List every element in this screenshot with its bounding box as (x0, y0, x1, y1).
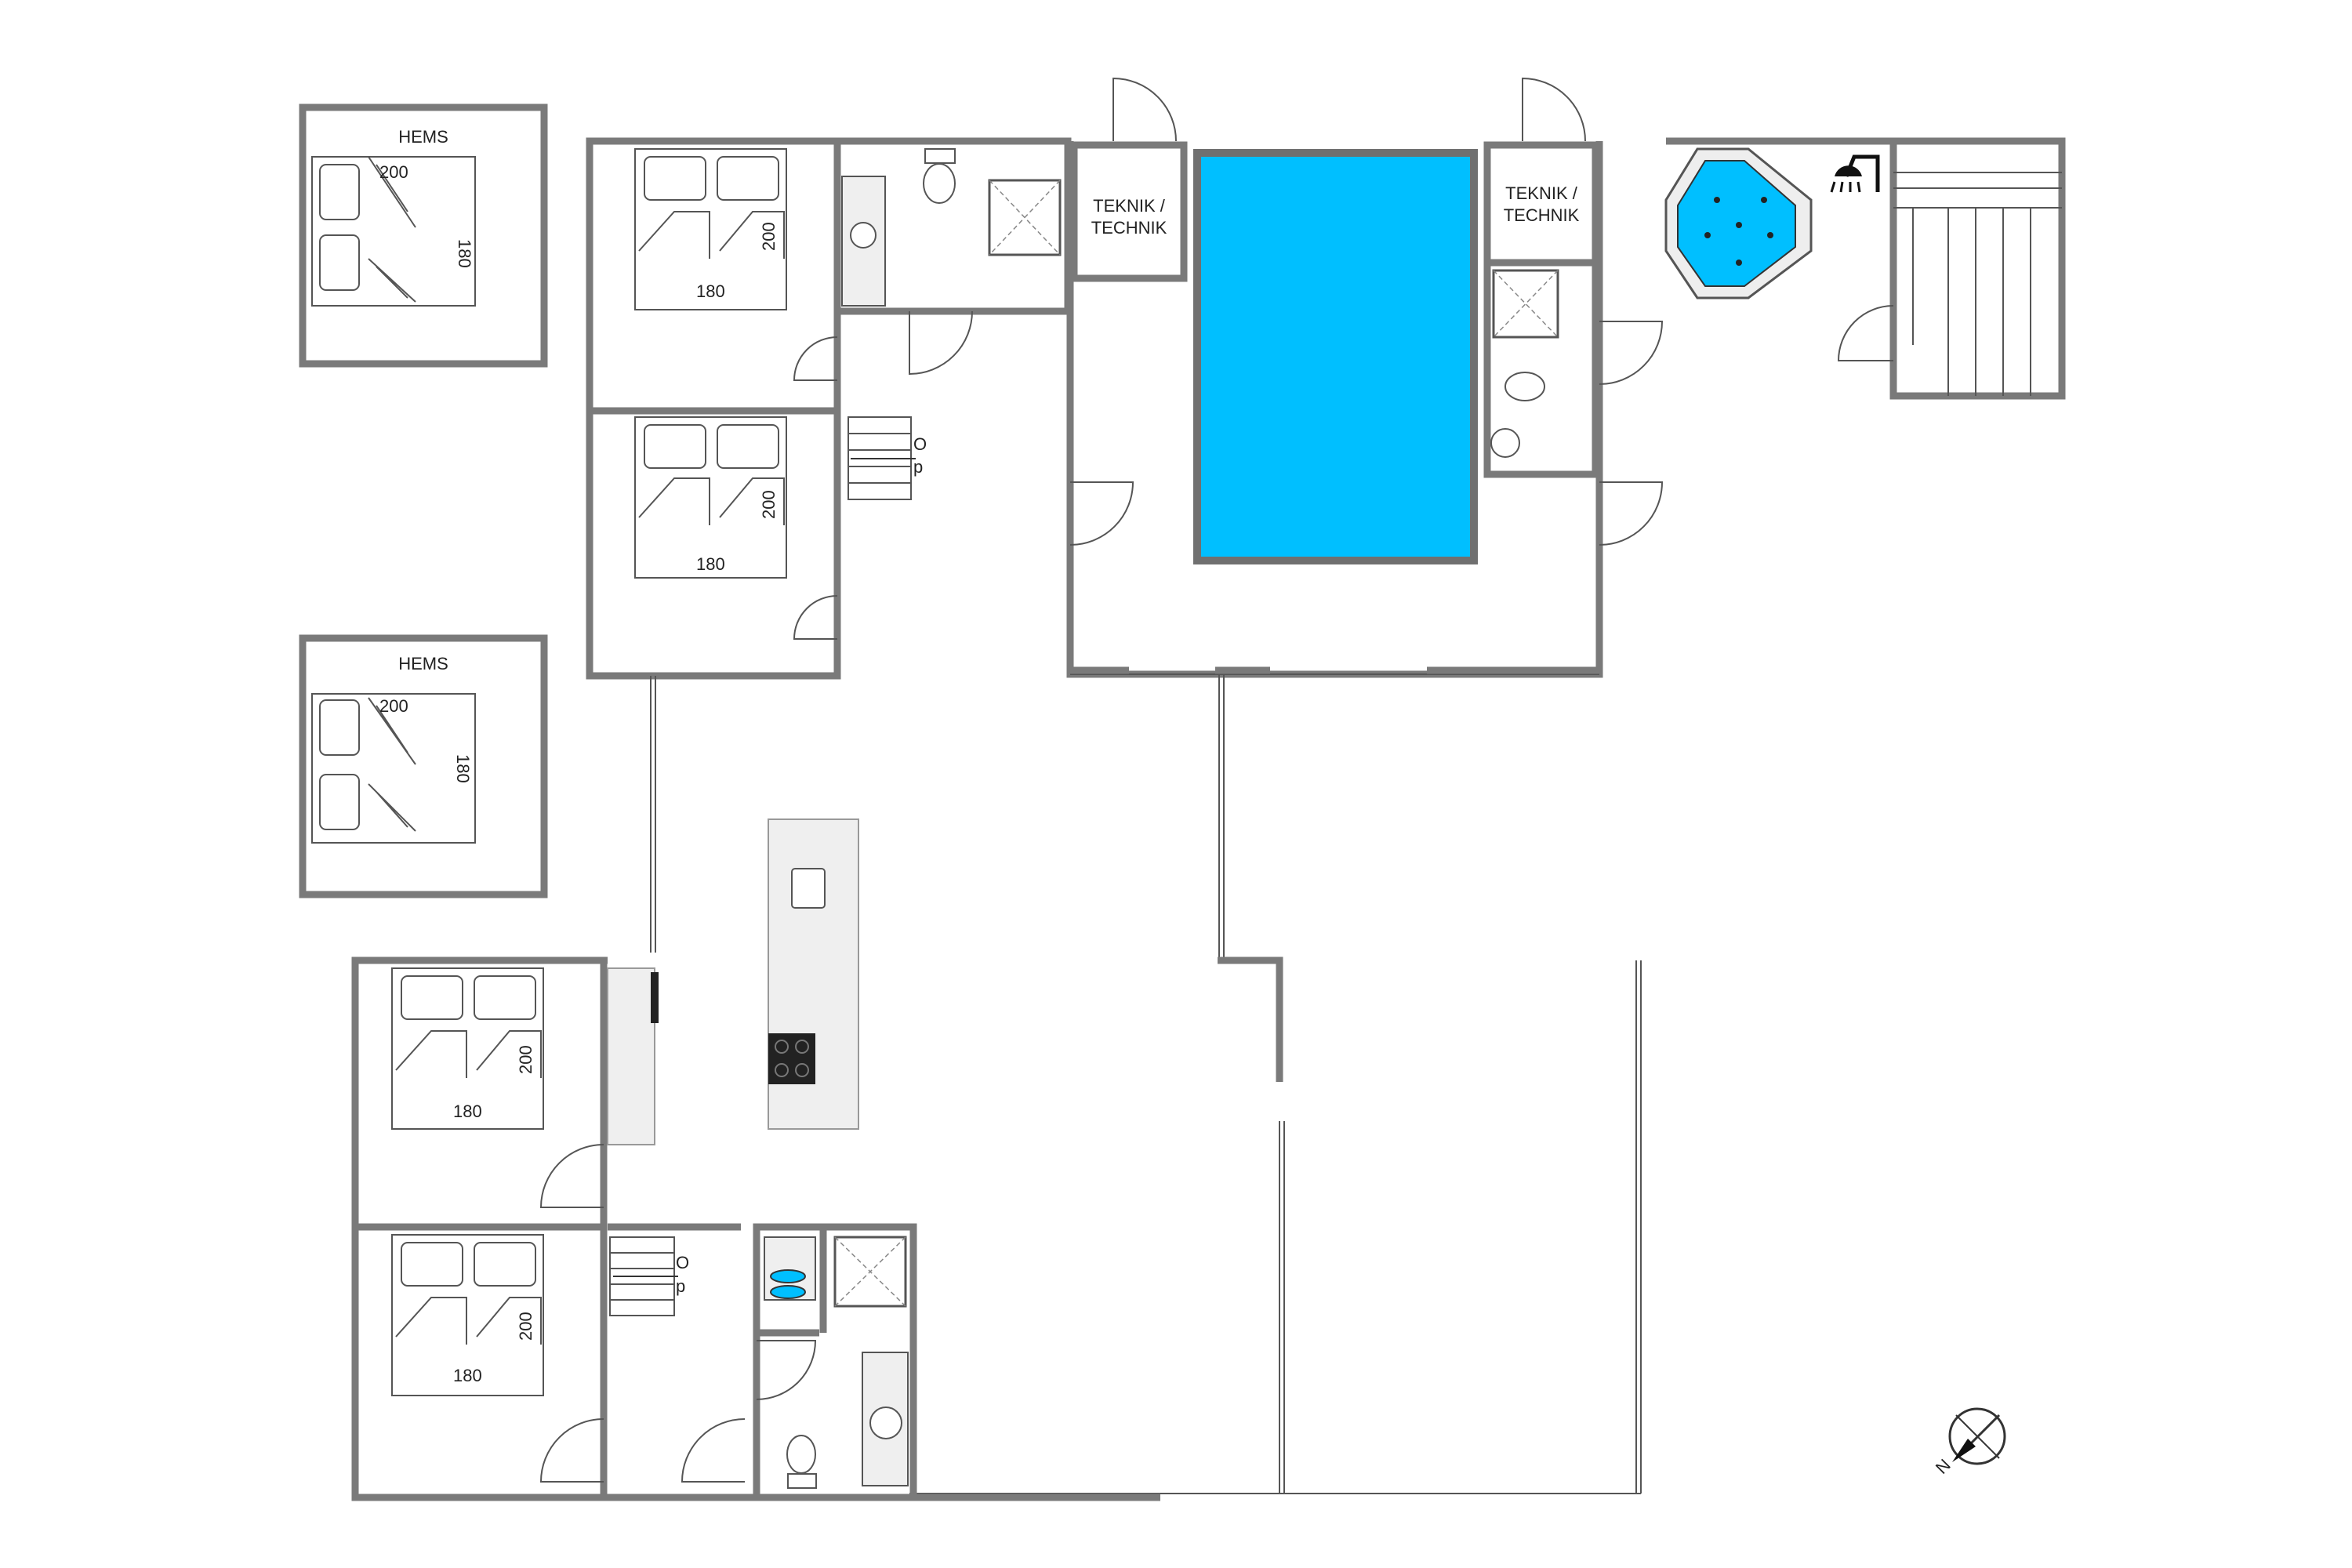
hems-bottom-bed: 200 180 (311, 693, 476, 844)
door-swing (793, 595, 838, 640)
hems-top-wall (299, 103, 548, 368)
bed-width-label: 180 (453, 1102, 482, 1121)
bed-length-label: 200 (759, 490, 779, 519)
teknik-left-label-1: TEKNIK / (1093, 196, 1166, 216)
bed-width-label: 180 (453, 754, 473, 783)
bed-width-label: 180 (696, 554, 725, 574)
sink-icon (869, 1406, 902, 1439)
lower-stairs: O p (609, 1236, 689, 1316)
bedroom-2-bed: 180 200 (634, 416, 787, 579)
door-swing (793, 336, 838, 381)
stairs-label-p: p (913, 457, 923, 477)
north-wing: 180 200 180 200 O p (586, 137, 1072, 680)
bed-length-label: 200 (516, 1045, 535, 1074)
hems-bottom-label: HEMS (398, 654, 448, 673)
teknik-right-label-1: TEKNIK / (1505, 183, 1578, 203)
cooktop-icon (768, 1033, 815, 1084)
door-swing (1599, 321, 1664, 385)
kitchen-sink-icon (791, 868, 826, 909)
door-swing (1599, 481, 1664, 546)
door-swing (1837, 305, 1894, 361)
pillow (319, 164, 360, 220)
sauna-benches (1893, 172, 2062, 396)
spa-area (1664, 137, 2066, 400)
shower-icon (1492, 269, 1559, 339)
toilet-icon (923, 163, 956, 204)
bed-width-label: 180 (696, 281, 725, 301)
living-area (650, 674, 1642, 1501)
bed-length-label: 200 (379, 696, 408, 716)
bedroom-4-bed: 180 200 (391, 1234, 544, 1396)
hems-top-label: HEMS (398, 127, 448, 147)
door-swing (539, 1418, 604, 1483)
stairs-label-o: O (913, 434, 927, 454)
wardrobe (607, 967, 655, 1145)
bed-length-label: 200 (759, 222, 779, 251)
door-swing (909, 310, 973, 376)
pillow (319, 699, 360, 756)
teknik-room-right (1483, 141, 1599, 267)
door-swing (1112, 77, 1177, 142)
compass-icon: N (1932, 1407, 2006, 1478)
swimming-pool (1193, 149, 1478, 564)
bed-width-label: 180 (453, 1366, 482, 1385)
toilet-icon (786, 1435, 816, 1474)
bed-length-label: 200 (379, 162, 408, 182)
stairs-label-o: O (676, 1253, 689, 1272)
sink-icon (850, 222, 877, 249)
door-swing (1069, 481, 1134, 546)
teknik-left-label-2: TECHNIK (1091, 218, 1167, 238)
teknik-room-left (1070, 141, 1188, 282)
bed-width-label: 180 (455, 239, 474, 268)
pillow (319, 234, 360, 291)
compass-north-label: N (1932, 1455, 1955, 1478)
bedroom-1-bed: 180 200 (634, 148, 787, 310)
pillow (319, 774, 360, 830)
pool-hall: TEKNIK / TECHNIK TEKNIK / TECHNIK (1066, 77, 1664, 678)
door-swing (756, 1340, 817, 1400)
bedroom-3-bed: 180 200 (391, 967, 544, 1130)
shower-head-icon (1830, 154, 1880, 193)
door-swing (1522, 77, 1586, 142)
teknik-right-label-2: TECHNIK (1504, 205, 1580, 225)
door-swing (681, 1418, 746, 1483)
hems-bottom: HEMS 200 180 (299, 634, 548, 898)
upper-stairs: O p (848, 416, 927, 500)
hems-top-bed: 200 180 (311, 156, 476, 307)
bathroom-2 (757, 1227, 909, 1489)
bathroom-1 (841, 148, 1062, 376)
hems-bottom-wall (299, 634, 548, 898)
sink-icon (1490, 428, 1520, 458)
south-wing: 180 200 180 200 O p (351, 956, 917, 1501)
hems-top: HEMS 200 180 (299, 103, 548, 368)
door-swing (539, 1144, 604, 1208)
toilet-icon (1504, 372, 1545, 401)
bed-length-label: 200 (516, 1312, 535, 1341)
stairs-label-p: p (676, 1276, 685, 1296)
